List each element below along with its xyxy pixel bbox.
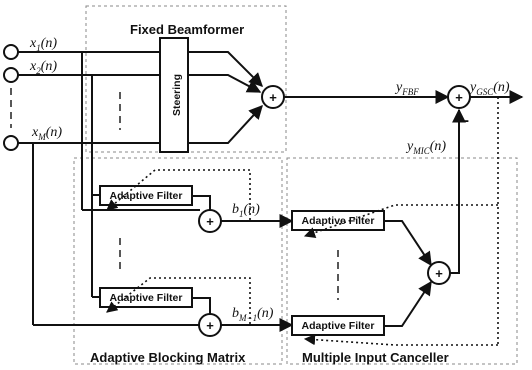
fbf-summer-plus: + <box>269 90 277 105</box>
y-mic-label: yMIC(n) <box>405 139 446 156</box>
adaptive-filter-label-1: Adaptive Filter <box>110 190 183 202</box>
adaptive-blocking-matrix-region <box>73 157 283 365</box>
abm-filter-1-output <box>192 195 211 210</box>
gsc-summer: + <box>447 85 471 109</box>
x1-label: x1(n) <box>29 36 57 53</box>
gsc-summer-plus: + <box>455 90 463 105</box>
microphone-icons <box>3 44 19 151</box>
xm-label: xM(n) <box>31 125 62 142</box>
abm-feedback-2 <box>106 277 251 326</box>
multiple-input-canceller-region <box>286 157 518 365</box>
adaptive-filter-label-4: Adaptive Filter <box>302 320 375 332</box>
b1-label: b1(n) <box>232 202 260 219</box>
steering-label: Steering <box>171 74 183 116</box>
adaptive-blocking-matrix-title: Adaptive Blocking Matrix <box>90 350 246 365</box>
adaptive-filter-label-2: Adaptive Filter <box>110 292 183 304</box>
mic-error-feedback <box>303 97 499 346</box>
abm-filter-2-output <box>192 297 211 315</box>
mic-summer-plus: + <box>435 266 443 281</box>
minus-sign: - <box>464 112 469 129</box>
y-fbf-label: yFBF <box>394 80 419 97</box>
bm1-label: bM−1(n) <box>232 306 274 323</box>
y-gsc-label: yGSC(n) <box>468 80 510 97</box>
microphone-1-icon <box>3 44 19 60</box>
fixed-beamformer-title: Fixed Beamformer <box>130 22 244 37</box>
multiple-input-canceller-title: Multiple Input Canceller <box>302 350 449 365</box>
mic-filter-2-output <box>384 280 432 327</box>
abm-summer-1: + <box>198 209 222 233</box>
microphone-2-icon <box>3 67 19 83</box>
abm-summer-2: + <box>198 313 222 337</box>
microphone-m-icon <box>3 135 19 151</box>
steering-outputs <box>188 51 263 144</box>
abm-feedback-1 <box>106 169 251 222</box>
abm-summer-2-plus: + <box>206 318 214 333</box>
adaptive-filter-label-3: Adaptive Filter <box>302 215 375 227</box>
abm-summer-1-plus: + <box>206 214 214 229</box>
mic-summer: + <box>427 261 451 285</box>
input-lines <box>18 51 200 326</box>
x2-label: x2(n) <box>29 59 57 76</box>
fbf-summer: + <box>261 85 285 109</box>
steering-block <box>159 37 189 153</box>
mic-output-line <box>450 108 466 274</box>
mic-filter-1-output <box>384 220 432 267</box>
